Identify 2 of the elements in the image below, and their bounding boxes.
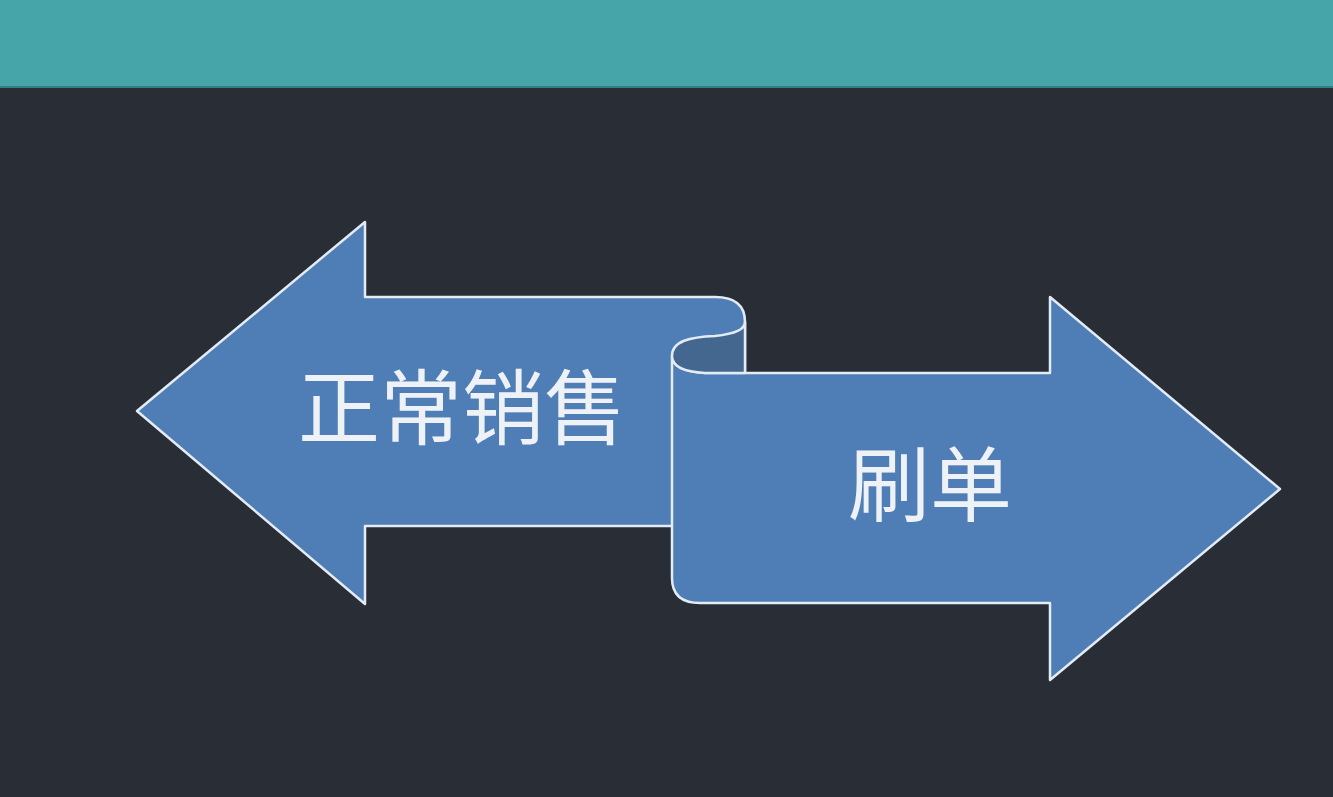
arrow-label: 正常销售 — [298, 369, 626, 451]
arrow-label: 刷单 — [848, 446, 1012, 528]
